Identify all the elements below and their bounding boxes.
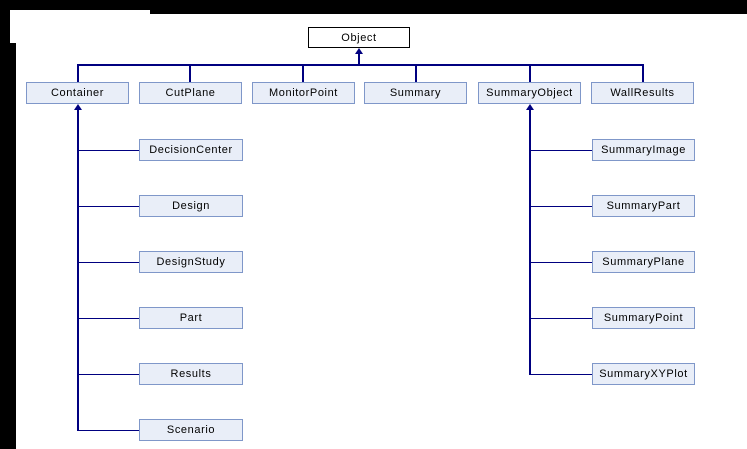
node-scenario[interactable]: Scenario: [139, 419, 243, 441]
node-part[interactable]: Part: [139, 307, 243, 329]
arrowhead-container-icon: [74, 104, 82, 110]
node-wallresults[interactable]: WallResults: [591, 82, 694, 104]
node-summaryxyplot[interactable]: SummaryXYPlot: [592, 363, 695, 385]
edge-summaryobject-trunk: [529, 110, 531, 375]
node-summary[interactable]: Summary: [364, 82, 467, 104]
edge-drop-cutplane: [189, 66, 191, 82]
edge-drop-wallresults: [642, 66, 644, 82]
edge-design: [78, 206, 139, 207]
node-results[interactable]: Results: [139, 363, 243, 385]
edge-drop-summary: [415, 66, 417, 82]
edge-scenario: [78, 430, 139, 431]
edge-level1-bus: [77, 64, 644, 66]
arrowhead-summaryobject-icon: [526, 104, 534, 110]
node-object[interactable]: Object: [308, 27, 410, 48]
edge-drop-monitorpoint: [302, 66, 304, 82]
edge-decisioncenter: [78, 150, 139, 151]
node-summarypoint[interactable]: SummaryPoint: [592, 307, 695, 329]
edge-drop-container: [77, 66, 79, 82]
edge-summaryplane: [530, 262, 592, 263]
black-edge-top-right: [150, 0, 747, 14]
edge-drop-summaryobject: [529, 66, 531, 82]
arrowhead-object-icon: [355, 48, 363, 54]
edge-summarypoint: [530, 318, 592, 319]
edge-part: [78, 318, 139, 319]
edge-designstudy: [78, 262, 139, 263]
node-designstudy[interactable]: DesignStudy: [139, 251, 243, 273]
black-edge-left-lower: [0, 43, 16, 449]
node-cutplane[interactable]: CutPlane: [139, 82, 242, 104]
node-design[interactable]: Design: [139, 195, 243, 217]
edge-container-trunk: [77, 110, 79, 431]
node-summaryplane[interactable]: SummaryPlane: [592, 251, 695, 273]
black-edge-top-left: [0, 0, 150, 10]
node-monitorpoint[interactable]: MonitorPoint: [252, 82, 355, 104]
edge-summarypart: [530, 206, 592, 207]
edge-results: [78, 374, 139, 375]
edge-summaryxyplot: [530, 374, 592, 375]
node-summarypart[interactable]: SummaryPart: [592, 195, 695, 217]
edge-object-drop: [358, 53, 360, 66]
node-summaryimage[interactable]: SummaryImage: [592, 139, 695, 161]
node-decisioncenter[interactable]: DecisionCenter: [139, 139, 243, 161]
node-container[interactable]: Container: [26, 82, 129, 104]
edge-summaryimage: [530, 150, 592, 151]
node-summaryobject[interactable]: SummaryObject: [478, 82, 581, 104]
black-edge-left-upper: [0, 0, 10, 43]
